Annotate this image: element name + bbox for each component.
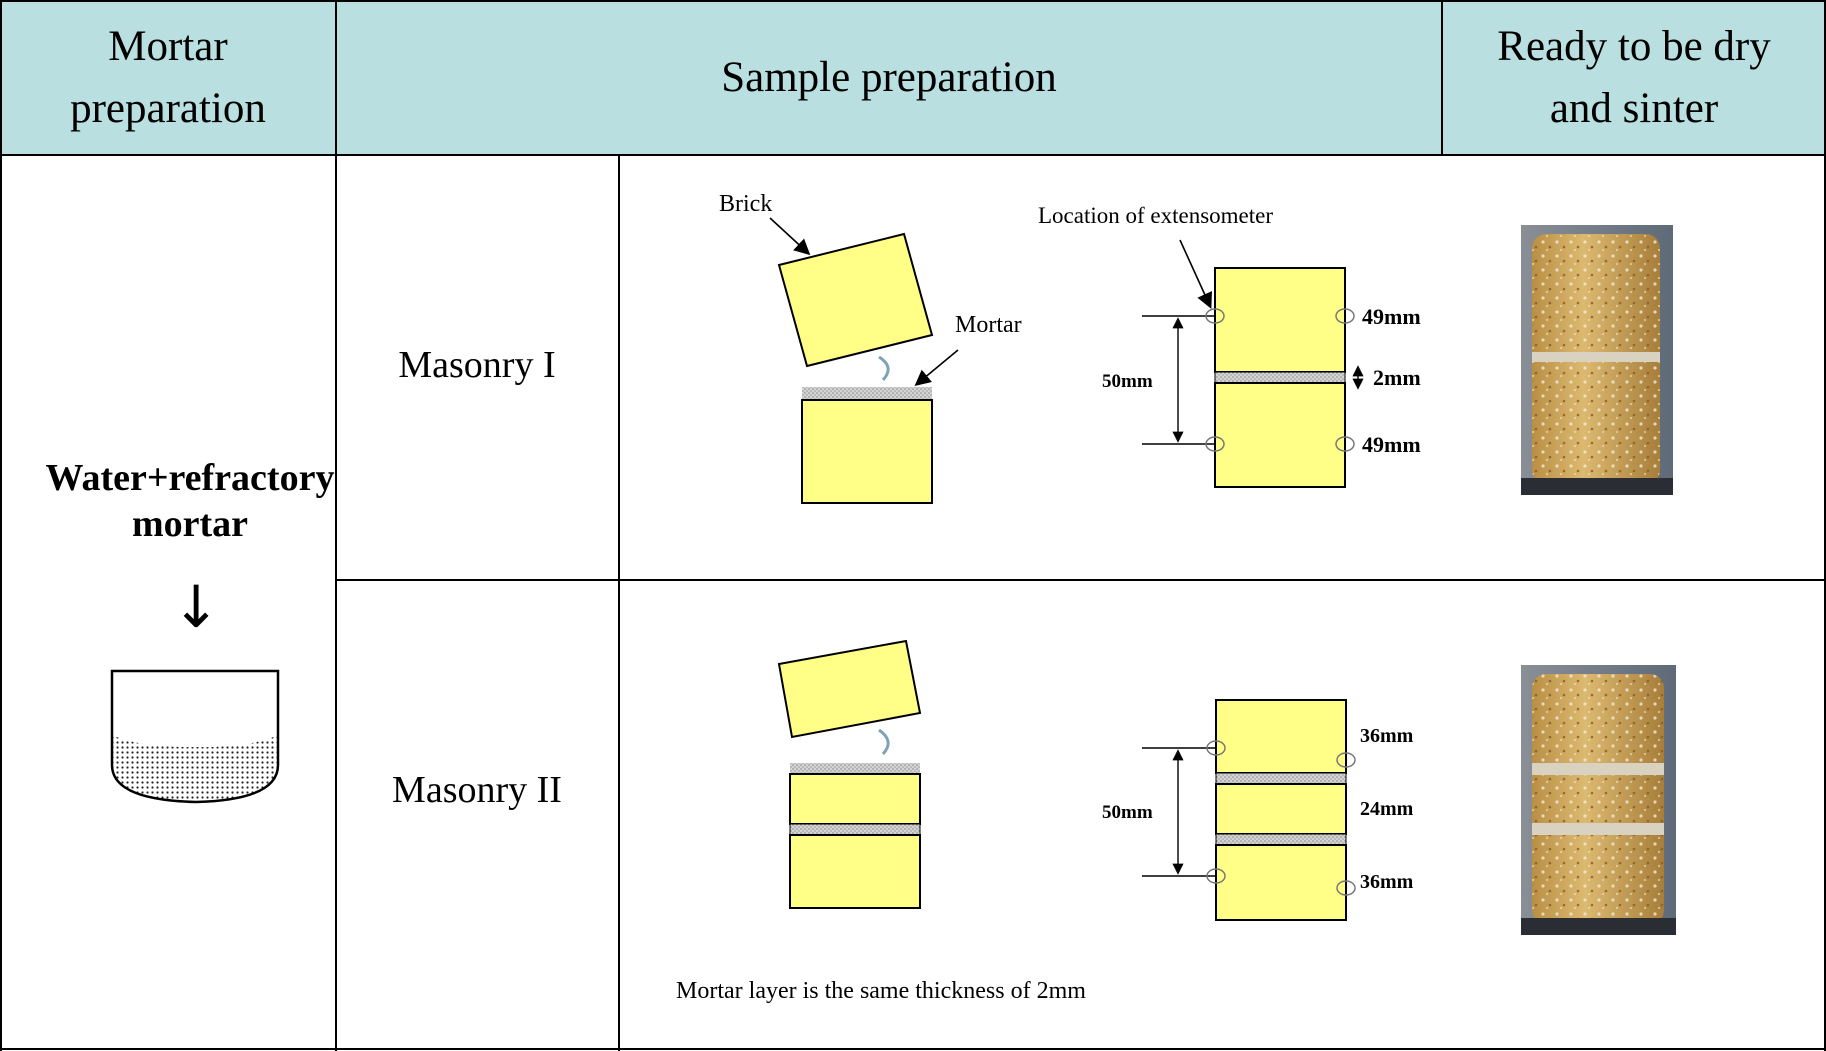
header-ready-dry-sinter-text: Ready to be dry and sinter — [1497, 22, 1771, 132]
extensometer-point-1b — [1335, 308, 1355, 324]
segment-1-upper-label: 49mm — [1362, 304, 1421, 329]
table-border-col2 — [618, 155, 620, 1051]
mortar-label: Mortar — [955, 312, 1022, 338]
segment-1-lower-label: 49mm — [1362, 432, 1421, 457]
extensometer-point-2d — [1336, 880, 1356, 896]
specimen-1-mortar — [1214, 371, 1346, 384]
gauge-length-label-1: 50mm — [1102, 371, 1153, 392]
extensometer-point-2a — [1206, 740, 1226, 756]
mortar-bowl-icon — [110, 669, 280, 804]
gauge-length-label-2: 50mm — [1102, 802, 1153, 823]
table-border-bottom — [0, 1048, 1826, 1050]
specimen-photo-1 — [1521, 225, 1673, 495]
table-border-col1 — [335, 0, 337, 1051]
brick-label: Brick — [719, 191, 772, 217]
brick-top-tilted — [777, 232, 934, 368]
header-sample-preparation-text: Sample preparation — [721, 53, 1057, 101]
table-border-header-bottom — [0, 154, 1826, 156]
brick-arrow — [769, 217, 811, 256]
extensometer-label: Location of extensometer — [1038, 203, 1273, 228]
mortar-layer-2b — [789, 823, 921, 836]
specimen-1-lower — [1214, 382, 1346, 488]
note-text: Mortar layer is the same thickness of 2m… — [676, 978, 1086, 1004]
segment-2-upper-label: 36mm — [1360, 725, 1414, 747]
specimen-2-lower — [1215, 844, 1347, 921]
table-border-left — [0, 0, 2, 1051]
mortar-layer-2a — [790, 763, 920, 774]
row-label-masonry-1: Masonry I — [398, 344, 556, 386]
table-border-row-divider — [336, 579, 1826, 581]
table-border-top — [0, 0, 1826, 2]
header-ready-dry-sinter: Ready to be dry and sinter — [1442, 0, 1826, 155]
specimen-2-mortar-a — [1215, 772, 1347, 785]
mortar-arrow — [914, 349, 959, 387]
specimen-2-upper — [1215, 699, 1347, 774]
header-sample-preparation: Sample preparation — [336, 0, 1442, 155]
segment-2-lower-label: 36mm — [1360, 871, 1414, 893]
extensometer-point-1d — [1335, 436, 1355, 452]
header-mortar-preparation-text: Mortar preparation — [70, 22, 266, 132]
specimen-2-middle — [1215, 783, 1347, 835]
header-mortar-preparation: Mortar preparation — [0, 0, 336, 155]
extensometer-point-2b — [1336, 752, 1356, 768]
mix-label: Water+refractory mortar — [45, 457, 335, 545]
specimen-photo-2 — [1521, 665, 1676, 935]
mortar-layer — [802, 387, 932, 399]
specimen-2-mortar-b — [1215, 833, 1347, 846]
rotate-arrow-icon — [878, 355, 890, 382]
table-border-header-col3 — [1441, 0, 1443, 155]
down-arrow-icon: ↓ — [171, 573, 221, 641]
extensometer-point-2c — [1206, 868, 1226, 884]
specimen-1-upper — [1214, 267, 1346, 373]
rotate-arrow-icon-2 — [878, 728, 890, 756]
extensometer-arrow — [1179, 239, 1212, 309]
brick-middle-2 — [789, 773, 921, 825]
extensometer-point-1c — [1205, 436, 1225, 452]
row-label-masonry-2: Masonry II — [392, 769, 562, 811]
brick-bottom — [801, 399, 933, 504]
segment-1-mortar-label: 2mm — [1373, 365, 1421, 390]
table-border-right — [1824, 0, 1826, 1051]
brick-top-tilted-2 — [777, 639, 922, 739]
extensometer-point-1a — [1205, 308, 1225, 324]
segment-2-middle-label: 24mm — [1360, 798, 1414, 820]
brick-bottom-2 — [789, 834, 921, 909]
